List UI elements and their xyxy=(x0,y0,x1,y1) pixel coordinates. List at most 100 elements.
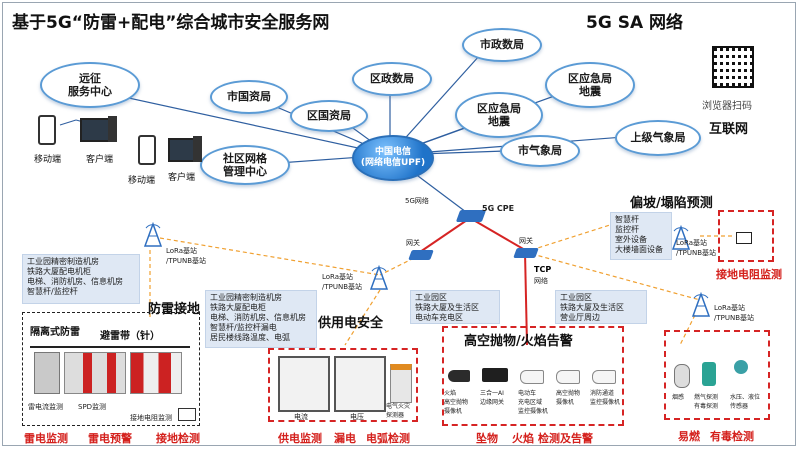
brand-label: 互联网 xyxy=(709,122,749,137)
label-ground-resistance: 接地电阻监测 xyxy=(716,268,782,281)
cloud-community: 社区网格 管理中心 xyxy=(200,145,290,185)
lightning-rod-icon xyxy=(30,346,190,348)
info-box-industrial: 工业园区 铁路大厦及生活区 电动车充电区 xyxy=(410,290,500,324)
voltmeter-icon xyxy=(334,356,386,412)
network-title: 5G SA 网络 xyxy=(586,13,684,33)
ground-resistance-icon xyxy=(736,232,752,244)
base-station-left-label: LoRa基站 /TPUNB基站 xyxy=(166,247,207,265)
info-box-left: 工业园精密制造机房 铁路大厦配电机柜 电梯、消防机房、信息机房 智慧杆/监控杆 xyxy=(22,254,140,304)
label-falling: 坠物 xyxy=(476,432,498,445)
label-lightning-monitor: 雷电监测 xyxy=(24,432,68,445)
mobile-label-2: 移动端 xyxy=(128,176,156,186)
gas-detector-label: 燃气探测 有毒探测 xyxy=(694,394,719,410)
label-arc-detect: 电弧检测 xyxy=(366,432,410,445)
client-label-2: 客户端 xyxy=(168,173,196,183)
cloud-service-center: 远征 服务中心 xyxy=(40,62,140,108)
info-box-power: 工业园精密制造机房 铁路大厦配电柜 电梯、消防机房、信息机房 智慧杆/监控杆漏电… xyxy=(205,290,317,348)
label-flammable: 易燃 xyxy=(678,430,700,443)
qr-code[interactable] xyxy=(712,46,754,88)
gateway-right-icon xyxy=(513,248,539,258)
client-label: 客户端 xyxy=(86,155,114,165)
label-detect-alarm: 检测及告警 xyxy=(538,432,593,445)
isolation-label: 隔离式防雷 xyxy=(30,327,80,338)
cloud-upper-weather: 上级气象局 xyxy=(615,120,701,156)
desktop-icon-2 xyxy=(168,138,196,162)
height-panel xyxy=(442,326,624,426)
section-lightning-title: 防雷接地 xyxy=(148,302,201,317)
base-station-slope-icon xyxy=(671,225,691,250)
pressure-sensor-icon xyxy=(734,360,748,374)
lightning-monitor-label: 雷电流监测 xyxy=(28,403,63,411)
cloud-city-gov: 市政数局 xyxy=(462,28,542,62)
info-box-slope: 智慧杆 监控杆 室外设备 大楼墙面设备 xyxy=(610,212,672,260)
tcp-sub-label: 网络 xyxy=(534,277,548,285)
slope-ground-panel xyxy=(718,210,774,262)
base-station-center-icon xyxy=(369,265,389,290)
smoke-detector-label: 烟感 xyxy=(672,394,685,401)
pressure-sensor-label: 水压、液位 传感器 xyxy=(730,394,761,410)
cloud-city-emergency: 区应急局 地震 xyxy=(545,62,635,108)
info-box-tcp-area: 工业园区 铁路大厦及生活区 营业厅周边 xyxy=(555,290,647,324)
cloud-core-network: 中国电信 (网络电信UPF) xyxy=(352,135,434,181)
ammeter-icon xyxy=(278,356,330,412)
camera-5-label: 消防通道 监控摄像机 xyxy=(590,390,621,406)
camera-4-icon xyxy=(556,370,580,384)
tower-pc-icon-2 xyxy=(193,136,202,162)
label-ground-detect: 接地检测 xyxy=(156,432,200,445)
camera-1-icon xyxy=(448,370,470,382)
mobile-label: 移动端 xyxy=(34,155,62,165)
camera-3-label: 电动车 充电区域 监控摄像机 xyxy=(518,390,549,415)
mobile-phone-icon xyxy=(38,115,56,145)
camera-2-label: 三合一AI 边缘网关 xyxy=(480,390,505,406)
cloud-city-land: 市国资局 xyxy=(210,80,288,114)
camera-1-label: 火焰 高空抛物 摄像机 xyxy=(444,390,469,415)
tcp-label: TCP xyxy=(534,265,552,274)
camera-3-icon xyxy=(520,370,544,384)
lightning-panel xyxy=(22,312,200,426)
gateway-ai-icon xyxy=(482,368,508,382)
label-flame: 火焰 xyxy=(512,432,534,445)
gateway-left-icon xyxy=(408,250,434,260)
diagram-frame xyxy=(2,2,796,446)
base-station-right-label: LoRa基站 /TPUNB基站 xyxy=(714,304,755,322)
voltage-meter-label: 电压 xyxy=(350,413,364,421)
label-lightning-warning: 雷电预警 xyxy=(88,432,132,445)
label-power-monitor: 供电监测 xyxy=(278,432,322,445)
camera-4-label: 高空抛物 摄像机 xyxy=(556,390,581,406)
gateway-right-label: 网关 xyxy=(519,237,533,245)
gateway-left-label: 网关 xyxy=(406,239,420,247)
mobile-phone-icon-2 xyxy=(138,135,156,165)
label-leakage: 漏电 xyxy=(334,432,356,445)
smoke-detector-icon xyxy=(674,364,690,388)
camera-5-icon xyxy=(592,370,616,384)
arrester-label: 避雷带（针） xyxy=(100,331,160,342)
qr-caption: 浏览器扫码 xyxy=(702,101,752,112)
spd-module-icon-2 xyxy=(130,352,182,394)
cloud-district-land: 区国资局 xyxy=(290,100,368,132)
desktop-icon xyxy=(80,118,110,142)
spd-module-icon xyxy=(64,352,126,394)
power-panel xyxy=(268,348,418,422)
diagram-title: 基于5G“防雷+配电”综合城市安全服务网 xyxy=(12,13,330,33)
current-meter-label: 电流 xyxy=(294,413,308,421)
link-5g-label: 5G网络 xyxy=(405,197,429,205)
cloud-district-gov: 区政数局 xyxy=(352,62,432,96)
section-height-title: 高空抛物/火焰告警 xyxy=(464,334,573,349)
section-slope-title: 偏坡/塌陷预测 xyxy=(630,196,713,211)
ground-monitor-label: 接地电阻监测 xyxy=(130,414,172,422)
laptop-icon xyxy=(178,408,196,421)
cabinet-icon xyxy=(34,352,60,394)
tower-pc-icon xyxy=(108,116,117,142)
fire-detector-label: 电气火灾 探测器 xyxy=(386,403,411,419)
section-power-title: 供用电安全 xyxy=(318,316,384,331)
base-station-slope-label: LoRa基站 /TPUNB基站 xyxy=(676,239,717,257)
fire-detector-icon xyxy=(390,364,412,403)
cloud-weather: 市气象局 xyxy=(500,135,580,167)
cpe-label: 5G CPE xyxy=(482,204,515,213)
spd-monitor-label: SPD监测 xyxy=(78,403,107,411)
gas-panel xyxy=(664,330,770,420)
label-toxic: 有毒检测 xyxy=(710,430,754,443)
cloud-district-emergency: 区应急局 地震 xyxy=(455,92,543,138)
gas-detector-icon xyxy=(702,362,716,386)
base-station-center-label: LoRa基站 /TPUNB基站 xyxy=(322,273,363,291)
